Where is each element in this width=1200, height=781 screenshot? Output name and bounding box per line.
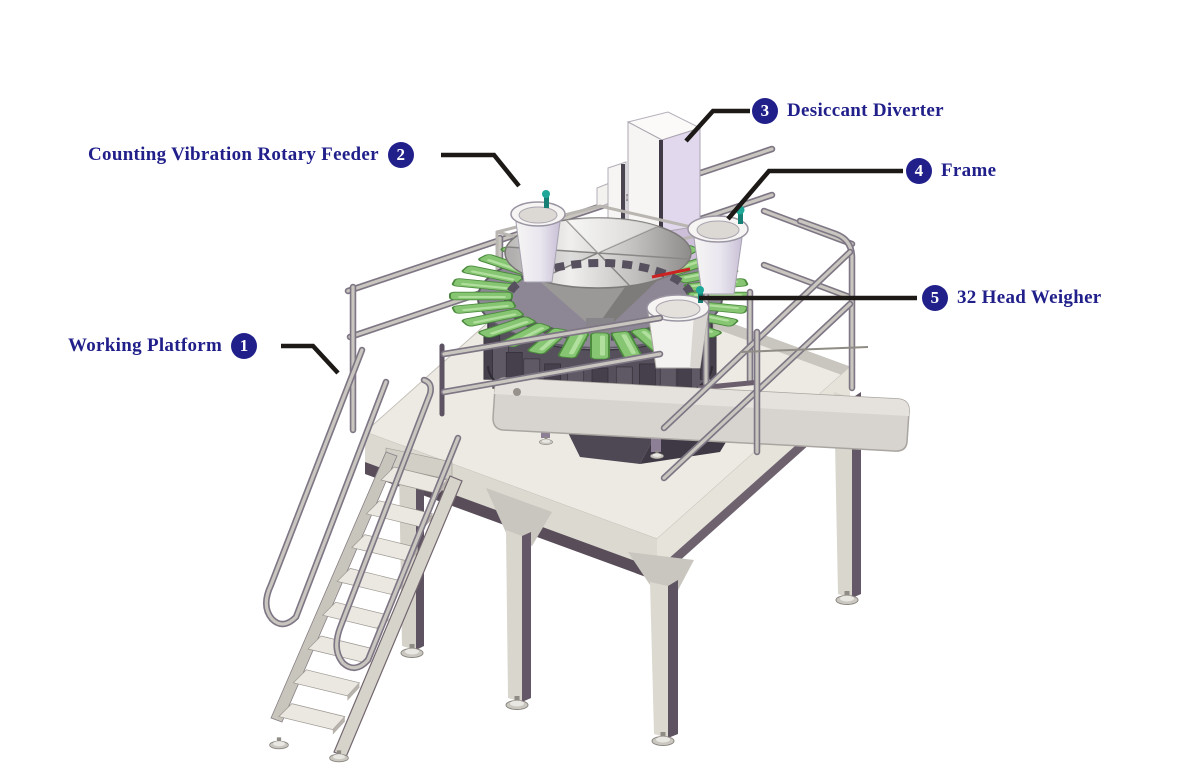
part-label-text: Desiccant Diverter xyxy=(787,100,944,121)
part-number-badge: 2 xyxy=(387,142,414,168)
inner-guard-railing xyxy=(439,314,664,417)
bowl-feeder-right xyxy=(687,205,761,391)
stair-handrail-right xyxy=(333,376,462,671)
bowl-feeder-left xyxy=(510,190,566,283)
leader-line-4 xyxy=(726,168,903,221)
part-label-text: 32 Head Weigher xyxy=(957,287,1102,308)
support-rod xyxy=(739,346,869,353)
part-number-badge: 1 xyxy=(231,333,258,359)
leader-line-2 xyxy=(441,152,521,188)
part-label-text: Frame xyxy=(941,160,997,181)
part-label-working-platform: Working Platform 1 xyxy=(68,333,258,359)
leader-line-1 xyxy=(281,343,340,375)
stair-handrail-left xyxy=(263,346,390,628)
part-number-badge: 4 xyxy=(906,158,932,184)
red-indicator xyxy=(651,267,691,279)
part-label-text: Counting Vibration Rotary Feeder xyxy=(88,144,379,165)
part-label-frame: 4 Frame xyxy=(906,158,996,184)
part-label-32-head-weigher: 5 32 Head Weigher xyxy=(922,285,1102,311)
part-label-text: Working Platform xyxy=(68,335,223,356)
platform-legs xyxy=(399,392,861,746)
perimeter-railing-right xyxy=(660,207,869,482)
part-label-counting-vibration-rotary-feeder: Counting Vibration Rotary Feeder 2 xyxy=(88,142,414,168)
leader-line-3 xyxy=(684,108,750,143)
part-label-desiccant-diverter: 3 Desiccant Diverter xyxy=(752,98,944,124)
part-number-badge: 3 xyxy=(752,98,778,124)
leader-lines xyxy=(281,108,917,375)
part-number-badge: 5 xyxy=(922,285,948,311)
